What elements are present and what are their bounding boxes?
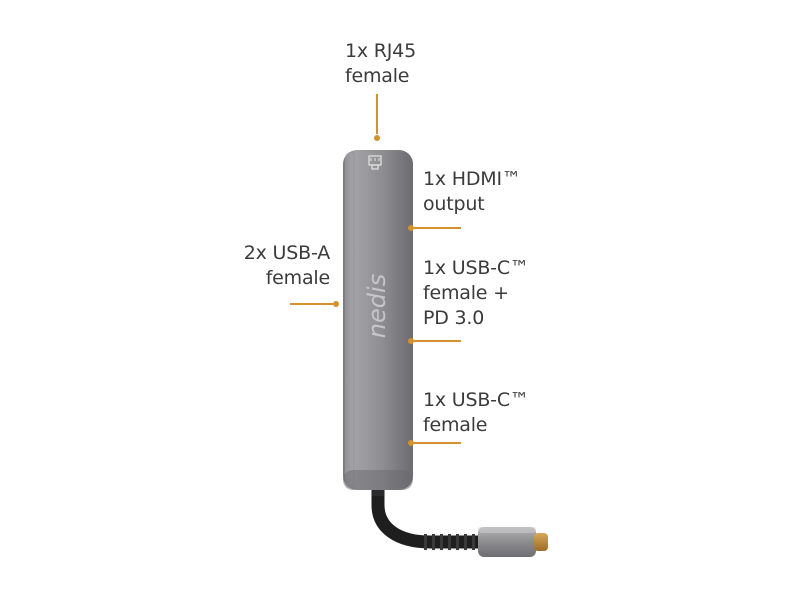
label-usba: 2x USB-A female xyxy=(243,242,330,289)
callout-dots xyxy=(333,135,414,446)
label-rj45: 1x RJ45 female xyxy=(345,40,416,87)
ethernet-icon xyxy=(368,155,382,170)
usb-hub-body xyxy=(343,150,413,490)
label-usbc: 1x USB-C™ female xyxy=(423,389,529,436)
callout-lines xyxy=(290,94,461,444)
usb-c-plug xyxy=(478,527,548,557)
brand-logo: nedis xyxy=(363,274,391,338)
label-hdmi: 1x HDMI™ output xyxy=(423,168,521,215)
label-usbc-pd: 1x USB-C™ female + PD 3.0 xyxy=(423,257,529,329)
usb-c-cable xyxy=(371,484,482,550)
